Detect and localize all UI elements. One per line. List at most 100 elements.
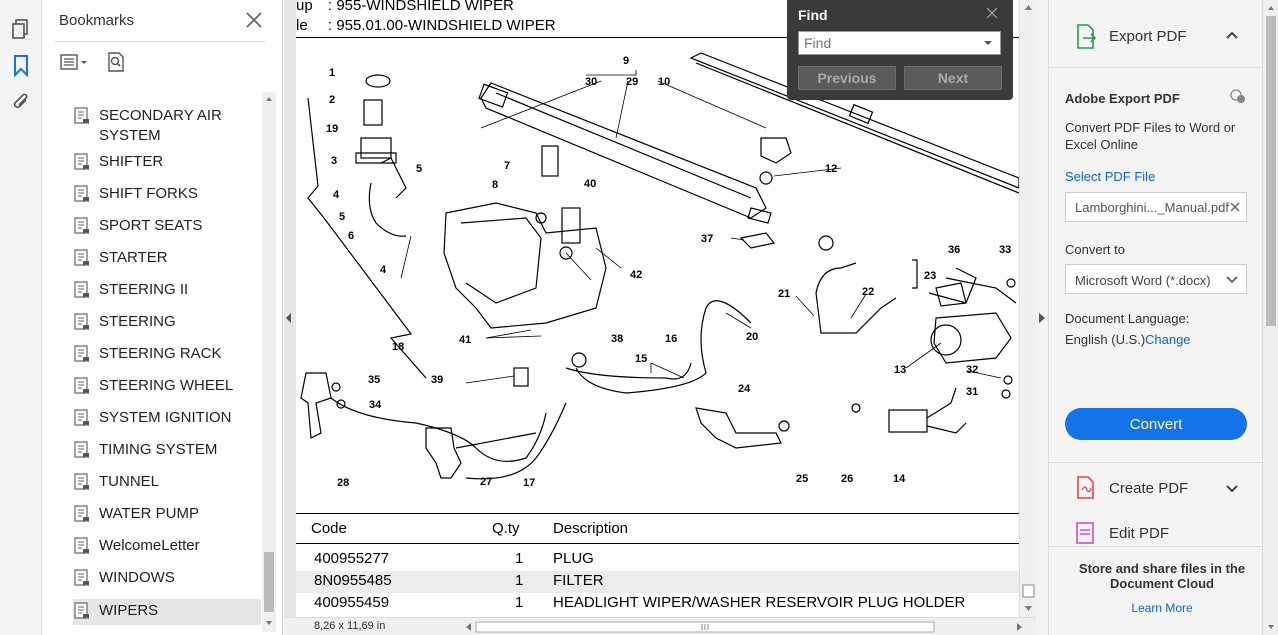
document-horizontal-scrollbar[interactable]: 8,26 x 11,69 in bbox=[284, 617, 1036, 635]
bookmark-page-icon bbox=[73, 602, 91, 620]
close-icon[interactable] bbox=[984, 5, 1000, 21]
bookmark-page-icon bbox=[73, 153, 91, 171]
callout: 42 bbox=[630, 269, 642, 281]
callout: 8 bbox=[492, 179, 498, 191]
export-pdf-header[interactable]: Export PDF bbox=[1049, 0, 1263, 68]
header-prefix: up bbox=[296, 0, 313, 14]
clear-icon[interactable] bbox=[1229, 201, 1241, 213]
bookmark-item[interactable]: STEERING WHEEL bbox=[73, 376, 261, 396]
close-icon[interactable] bbox=[243, 9, 265, 31]
bookmark-page-icon bbox=[73, 345, 91, 363]
bookmarks-scrollbar[interactable] bbox=[262, 92, 276, 632]
tools-pane-scrollbar[interactable] bbox=[1262, 0, 1278, 635]
callout: 25 bbox=[796, 473, 808, 485]
document-language-label: Document Language: bbox=[1065, 311, 1190, 326]
bookmark-label: STEERING RACK bbox=[99, 345, 222, 362]
bookmark-item[interactable]: TIMING SYSTEM bbox=[73, 440, 261, 460]
format-select[interactable]: Microsoft Word (*.docx) bbox=[1065, 264, 1247, 294]
right-panel-toggle[interactable] bbox=[1036, 0, 1048, 635]
callout: 7 bbox=[504, 160, 510, 172]
bookmark-page-icon bbox=[73, 377, 91, 395]
bookmark-item[interactable]: WATER PUMP bbox=[73, 504, 261, 524]
convert-button[interactable]: Convert bbox=[1065, 408, 1247, 440]
callout: 41 bbox=[459, 334, 471, 346]
bookmark-page-icon bbox=[73, 185, 91, 203]
bookmark-label: SYSTEM IGNITION bbox=[99, 409, 232, 426]
callout: 28 bbox=[337, 477, 349, 489]
bookmark-item[interactable]: SECONDARY AIR SYSTEM bbox=[73, 106, 261, 146]
parts-diagram: 1 2 19 3 4 5 6 5 4 7 8 40 9 30 29 10 12 … bbox=[300, 52, 1019, 489]
callout: 29 bbox=[626, 76, 638, 88]
callout: 34 bbox=[369, 399, 382, 411]
bookmark-item[interactable]: STARTER bbox=[73, 248, 261, 268]
tools-pane: Export PDF Adobe Export PDF Convert PDF … bbox=[1048, 0, 1263, 635]
bookmark-item-selected[interactable]: WIPERS bbox=[73, 599, 261, 625]
bookmark-item[interactable]: TUNNEL bbox=[73, 472, 261, 492]
convert-to-label: Convert to bbox=[1065, 242, 1125, 257]
bookmark-page-icon bbox=[73, 281, 91, 299]
bookmarks-toolbar bbox=[59, 51, 127, 78]
document-vertical-scrollbar[interactable] bbox=[1019, 0, 1036, 617]
export-pdf-title: Export PDF bbox=[1109, 28, 1187, 45]
bookmark-icon[interactable] bbox=[9, 54, 33, 78]
bookmark-label: WelcomeLetter bbox=[99, 537, 200, 554]
collapse-left-icon[interactable] bbox=[284, 312, 294, 324]
bookmark-item[interactable]: WelcomeLetter bbox=[73, 536, 261, 556]
table-row-stripe bbox=[296, 571, 1019, 593]
header-rule bbox=[296, 37, 1019, 38]
chevron-down-icon[interactable] bbox=[983, 38, 993, 48]
header-line-1: up : 955-WINDSHIELD WIPER bbox=[296, 0, 514, 14]
find-bookmark-icon[interactable] bbox=[105, 51, 127, 78]
callout: 33 bbox=[999, 244, 1011, 256]
callout: 21 bbox=[778, 288, 790, 300]
bookmark-item[interactable]: SPORT SEATS bbox=[73, 216, 261, 236]
col-header-code: Code bbox=[311, 520, 347, 537]
info-icon[interactable] bbox=[1229, 88, 1247, 104]
edit-pdf-label: Edit PDF bbox=[1109, 525, 1170, 542]
document-page: up: 955-WINDSHIELD WIPER le: 955.01.00-W… bbox=[296, 0, 1019, 617]
bookmark-label: WATER PUMP bbox=[99, 505, 199, 522]
bookmark-item[interactable]: SYSTEM IGNITION bbox=[73, 408, 261, 428]
callout: 26 bbox=[841, 473, 853, 485]
bookmark-options-icon[interactable] bbox=[59, 52, 89, 77]
callout: 39 bbox=[431, 374, 443, 386]
edit-pdf-tool[interactable]: Edit PDF bbox=[1049, 516, 1263, 546]
attachment-icon[interactable] bbox=[9, 90, 33, 114]
callout: 18 bbox=[392, 341, 404, 353]
pages-thumbnail-icon[interactable] bbox=[9, 18, 33, 42]
bookmark-item[interactable]: WINDOWS bbox=[73, 568, 261, 588]
callout: 31 bbox=[966, 386, 978, 398]
bookmark-item[interactable]: STEERING bbox=[73, 312, 261, 332]
create-pdf-tool[interactable]: Create PDF bbox=[1049, 470, 1263, 508]
callout: 14 bbox=[893, 473, 906, 485]
cell-description: HEADLIGHT WIPER/WASHER RESERVOIR PLUG HO… bbox=[553, 594, 966, 611]
selected-file-field[interactable]: Lamborghini..._Manual.pdf bbox=[1065, 192, 1247, 222]
callout: 1 bbox=[329, 67, 335, 79]
find-next-button[interactable]: Next bbox=[904, 66, 1002, 90]
chevron-up-icon[interactable] bbox=[1225, 30, 1239, 40]
header-value: : 955-WINDSHIELD WIPER bbox=[328, 0, 514, 14]
callout: 32 bbox=[966, 364, 978, 376]
bookmark-item[interactable]: SHIFTER bbox=[73, 152, 261, 172]
callout: 5 bbox=[339, 211, 345, 223]
bookmarks-panel: Bookmarks SECONDARY AIR SYSTEM SHIFTER S… bbox=[43, 0, 283, 635]
divider bbox=[1049, 462, 1263, 463]
bookmark-page-icon bbox=[73, 249, 91, 267]
chevron-down-icon bbox=[1226, 485, 1238, 493]
cell-code: 8N0955485 bbox=[314, 572, 392, 589]
bookmark-item[interactable]: STEERING RACK bbox=[73, 344, 261, 364]
find-title: Find bbox=[798, 7, 828, 23]
bookmark-label: SHIFTER bbox=[99, 153, 164, 170]
cell-qty: 1 bbox=[515, 550, 524, 567]
bookmark-label: WINDOWS bbox=[99, 569, 175, 586]
learn-more-link[interactable]: Learn More bbox=[1131, 601, 1193, 615]
callout: 3 bbox=[331, 155, 337, 167]
bookmark-item[interactable]: SHIFT FORKS bbox=[73, 184, 261, 204]
bookmark-page-icon bbox=[73, 569, 91, 587]
find-input[interactable] bbox=[798, 31, 1001, 55]
find-previous-button[interactable]: Previous bbox=[798, 66, 896, 90]
change-language-link[interactable]: Change bbox=[1145, 332, 1191, 347]
bookmark-item[interactable]: STEERING II bbox=[73, 280, 261, 300]
callout: 22 bbox=[862, 286, 874, 298]
cell-qty: 1 bbox=[515, 594, 524, 611]
